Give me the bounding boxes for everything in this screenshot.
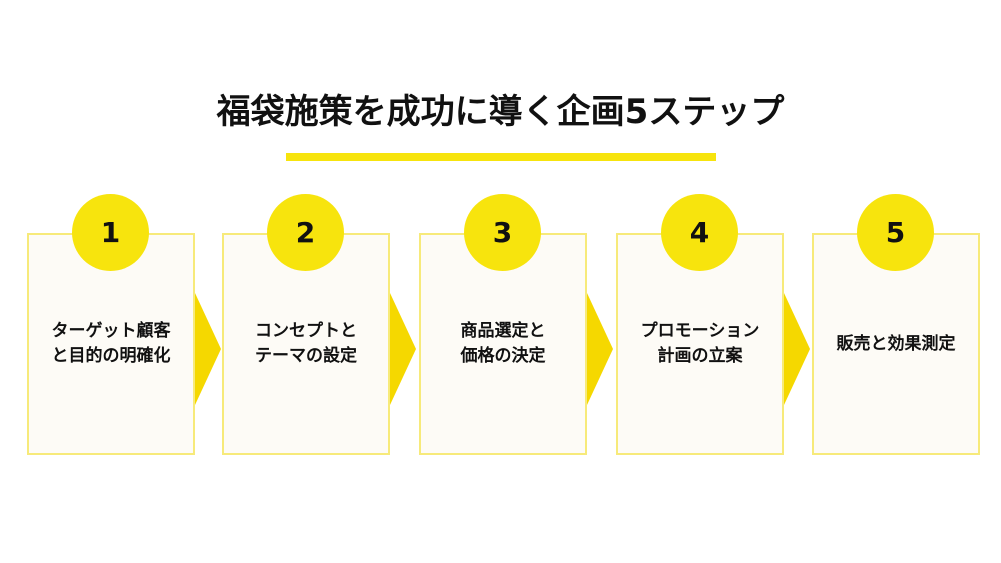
step-text-line1: プロモーション xyxy=(640,321,760,341)
step-number-badge: 5 xyxy=(857,194,934,271)
step-number-badge: 3 xyxy=(464,194,541,271)
step-text: ターゲット顧客 と目的の明確化 xyxy=(29,319,193,369)
title-underline xyxy=(286,153,716,161)
step-number-badge: 4 xyxy=(661,194,738,271)
step-text-line2: テーマの設定 xyxy=(255,346,357,366)
step-text-line2: 計画の立案 xyxy=(657,346,743,366)
step-text: コンセプトと テーマの設定 xyxy=(224,319,388,369)
arrow-right-icon xyxy=(587,293,613,405)
arrow-right-icon xyxy=(784,293,810,405)
step-text-line2: 価格の決定 xyxy=(460,346,546,366)
step-text-line2: と目的の明確化 xyxy=(51,346,171,366)
step-text-line1: 販売と効果測定 xyxy=(836,334,956,354)
step-text-line1: ターゲット顧客 xyxy=(51,321,171,341)
step-text: 販売と効果測定 xyxy=(814,332,978,357)
step-number-badge: 1 xyxy=(72,194,149,271)
step-text: 商品選定と 価格の決定 xyxy=(421,319,585,369)
page-title: 福袋施策を成功に導く企画5ステップ xyxy=(216,92,785,132)
step-number-badge: 2 xyxy=(267,194,344,271)
step-card: 販売と効果測定 xyxy=(812,233,980,455)
step-text-line1: コンセプトと xyxy=(255,321,357,341)
step-text-line1: 商品選定と xyxy=(460,321,546,341)
step-text: プロモーション 計画の立案 xyxy=(618,319,782,369)
arrow-right-icon xyxy=(195,293,221,405)
arrow-right-icon xyxy=(390,293,416,405)
